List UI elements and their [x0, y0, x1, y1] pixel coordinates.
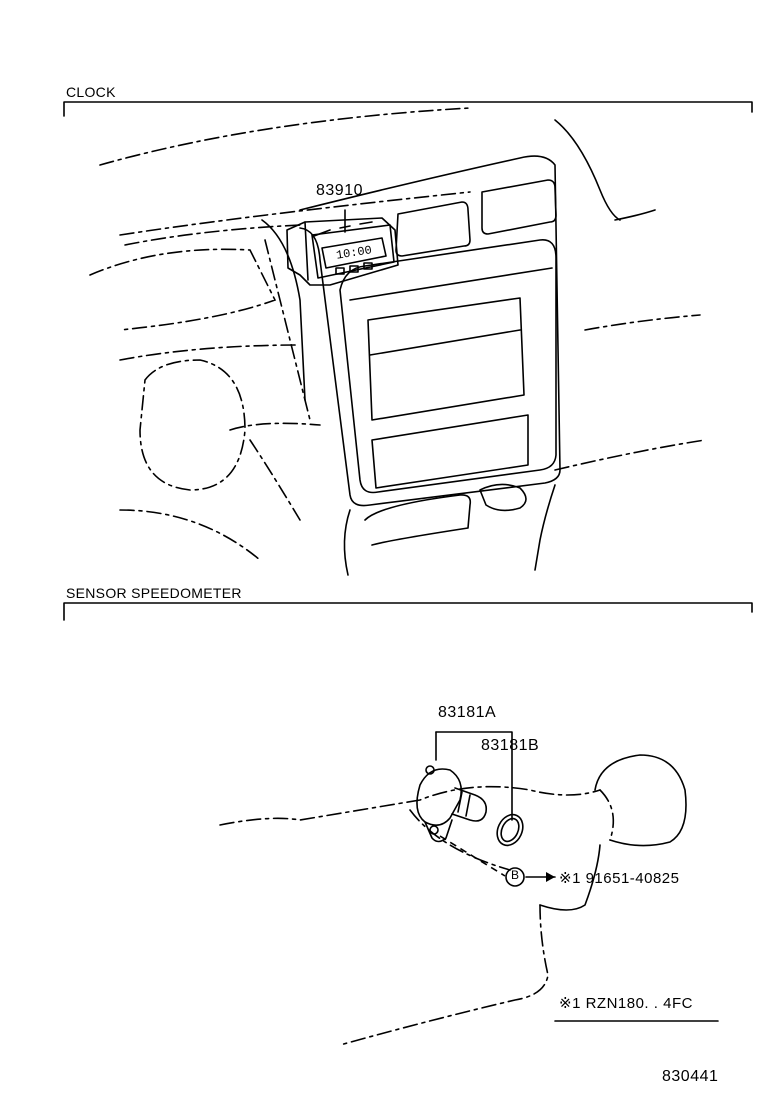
- bolt-leader: [439, 835, 506, 877]
- diagram-id: 830441: [662, 1068, 719, 1085]
- clock-section-bracket: [63, 101, 753, 117]
- ref-marker-circle: [505, 867, 525, 887]
- fastener-arrow-head: [546, 872, 555, 882]
- dashboard-outline: [89, 107, 706, 576]
- applicability-note: ※1 RZN180. . 4FC: [559, 995, 693, 1012]
- part-label-83181b: 83181B: [481, 737, 540, 754]
- transmission-housing: [219, 754, 687, 1046]
- section-title-clock: CLOCK: [66, 84, 116, 100]
- clock-unit: [286, 209, 399, 286]
- sensor-section-bracket: [63, 602, 753, 621]
- ref-marker-b: B: [510, 868, 519, 882]
- sensor-bracket-lines: [435, 731, 513, 821]
- section-title-sensor: SENSOR SPEEDOMETER: [66, 585, 242, 601]
- speed-sensor: [416, 765, 524, 847]
- part-label-83181a: 83181A: [438, 704, 497, 721]
- fastener-part-number: ※1 91651-40825: [559, 870, 680, 887]
- part-label-83910: 83910: [316, 182, 363, 199]
